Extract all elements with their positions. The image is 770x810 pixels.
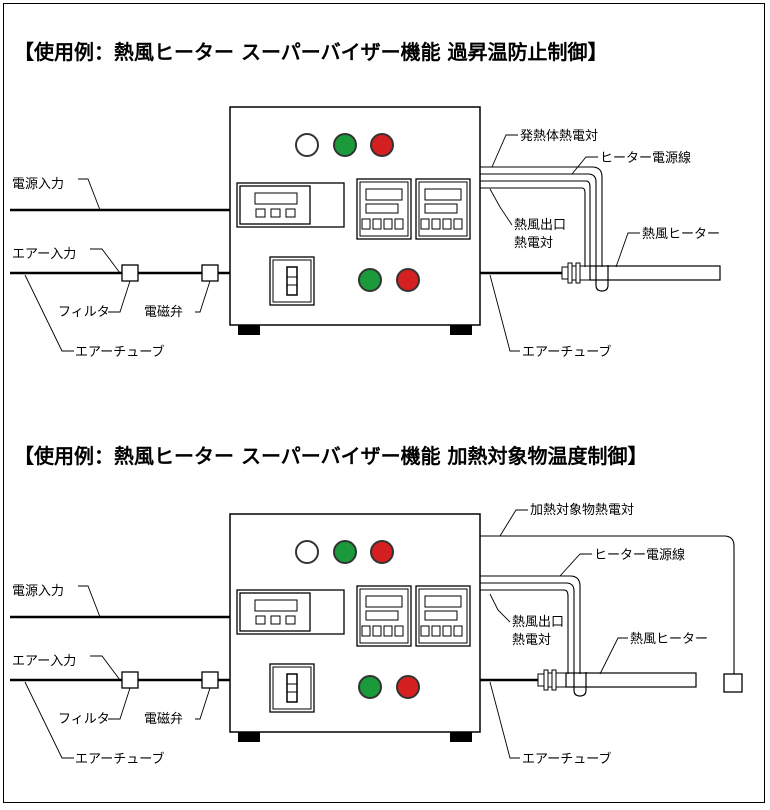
diagram1-title: 【使用例：熱風ヒーター スーパーバイザー機能 過昇温防止制御】: [14, 40, 608, 64]
diagram1-label-hot-air-heater: 熱風ヒーター: [642, 227, 720, 242]
diagram2-heater-power-line: [480, 575, 581, 674]
diagram1-label-air-tube-right: エアーチューブ: [522, 344, 611, 360]
diagram1-label-heater-body-tc: 発熱体熱電対: [520, 129, 598, 144]
diagram2-label-heater-power-line: ヒーター電源線: [594, 547, 685, 563]
diagram1-label-filter: フィルタ: [58, 305, 110, 320]
diagram2-label-air-tube-left: エアーチューブ: [75, 751, 164, 767]
diagram1-label-outlet-tc-2: 熱電対: [514, 236, 553, 251]
diagram2-label-power-input: 電源入力: [12, 584, 64, 599]
diagram1-heater-power-line: [480, 180, 591, 267]
diagram1-label-air-input: エアー入力: [12, 247, 76, 262]
diagram1-label-outlet-tc-1: 熱風出口: [514, 218, 566, 233]
diagram2-label-hot-air-heater: 熱風ヒーター: [630, 632, 708, 647]
diagram2-label-air-input: エアー入力: [12, 654, 76, 669]
diagram1-label-solenoid-valve: 電磁弁: [144, 305, 183, 320]
diagram2-label-outlet-tc-2: 熱電対: [512, 633, 551, 648]
diagram2-label-outlet-tc-1: 熱風出口: [512, 615, 564, 630]
diagram1-left-piping: [8, 177, 232, 353]
diagram2-label-solenoid-valve: 電磁弁: [144, 712, 183, 727]
diagram2-heating-object: [723, 673, 743, 693]
diagram2-label-air-tube-right: エアーチューブ: [522, 751, 611, 767]
diagram1-control-box: [229, 106, 481, 336]
diagram1-label-power-input: 電源入力: [12, 177, 64, 192]
diagram2-hot-air-heater: [537, 669, 697, 691]
diagram2-label-filter: フィルタ: [58, 712, 110, 727]
diagram1: 電源入力 エアー入力 フィルタ 電磁弁 エアーチューブ 発熱体熱電対 ヒーター電…: [8, 106, 721, 360]
diagram2-label-object-tc: 加熱対象物熱電対: [530, 503, 634, 518]
diagram1-label-heater-power-line: ヒーター電源線: [600, 150, 691, 166]
diagram2-object-tc-cable: [480, 535, 735, 674]
diagram2-control-box: [229, 513, 481, 743]
diagram2-left-piping: [8, 584, 232, 760]
diagram1-hot-air-heater: [561, 262, 721, 284]
diagram1-label-air-tube-left: エアーチューブ: [75, 344, 164, 360]
diagram2-title: 【使用例：熱風ヒーター スーパーバイザー機能 加熱対象物温度制御】: [14, 444, 648, 468]
diagram2: 電源入力 エアー入力 フィルタ 電磁弁 エアーチューブ 加熱対象物熱電対 ヒータ…: [8, 503, 743, 767]
diagram1-outlet-tc-probe: [595, 265, 609, 292]
diagram2-outlet-tc-probe: [573, 672, 587, 697]
diagram1-heater-body-tc-cable: [480, 166, 603, 267]
